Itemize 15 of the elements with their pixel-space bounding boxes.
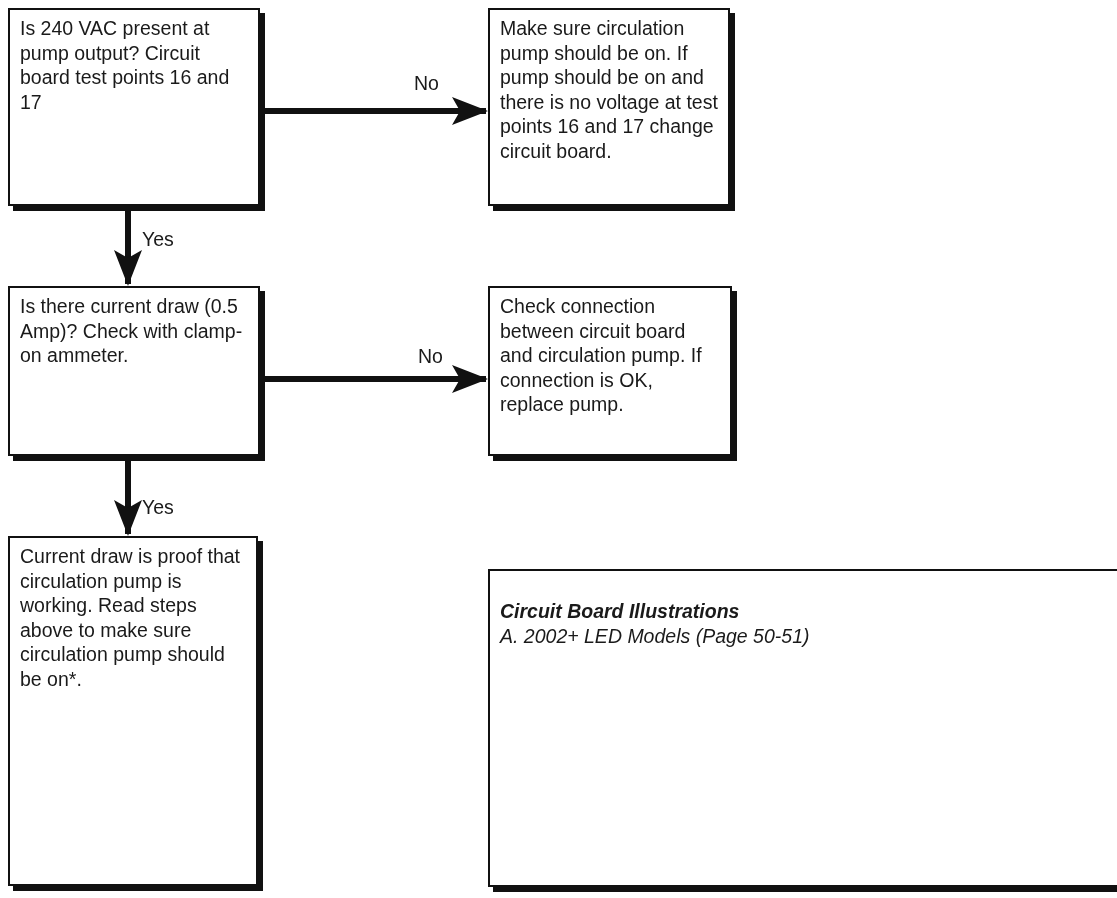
box-heading: Circuit Board Illustrations [500, 599, 741, 624]
arrow [264, 97, 488, 125]
box-text: Is there current draw (0.5 Amp)? Check with clamp-on ammeter. [20, 294, 244, 368]
box-text: Current draw is proof that circulation pump is working. Read steps above to make sure circulation pump should be on*. [20, 544, 241, 692]
edge-label: Yes [142, 228, 174, 251]
box-text: Check connection between circuit board and circulation pump. If connection is OK, replace pump. [500, 294, 703, 417]
edge-label: No [418, 345, 443, 368]
arrow [114, 460, 142, 536]
arrow [264, 365, 488, 393]
box-text: A. 2002+ LED Models (Page 50-51) [500, 623, 811, 649]
box-text: Is 240 VAC present at pump output? Circuit board test points 16 and 17 [20, 16, 231, 115]
edge-label: Yes [142, 496, 174, 519]
box-text: Make sure circulation pump should be on. If pump should be on and there is no voltage at test points 16 and 17 change circuit board. [500, 16, 718, 164]
edge-label: No [414, 72, 439, 95]
arrow [114, 210, 142, 286]
